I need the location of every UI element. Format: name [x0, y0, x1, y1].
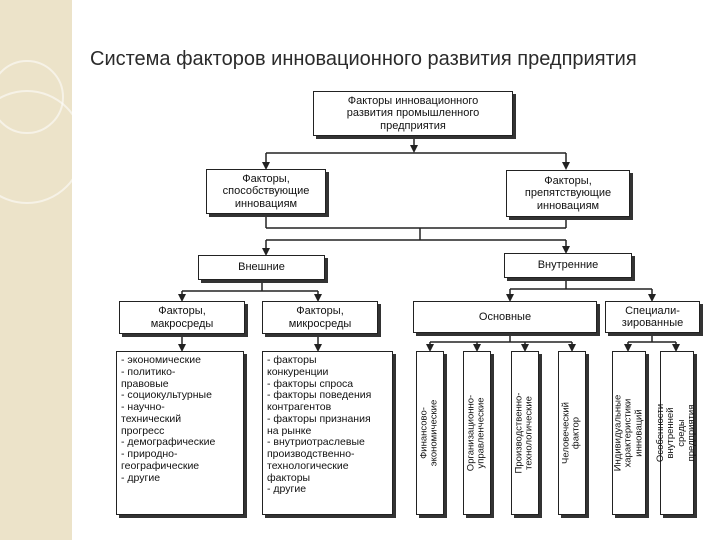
macro-factors-list: - экономические - политико- правовые - с… — [116, 351, 244, 515]
basic-factor-box: Организационно-управленческие — [463, 351, 491, 515]
basic-factors-node: Основные — [413, 301, 597, 333]
specialized-factors-node: Специали- зированные — [605, 301, 700, 333]
specialized-factor-label: Индивидуальные характеристики инноваций — [612, 394, 645, 472]
basic-factor-label: Человеческий фактор — [560, 402, 582, 464]
basic-factor-label: Организационно-управленческие — [465, 394, 487, 472]
basic-factor-label: Производственно-технологические — [513, 392, 535, 474]
hindering-factors-node: Факторы, препятствующие инновациям — [506, 170, 630, 217]
page-title: Система факторов инновационного развития… — [90, 48, 637, 70]
specialized-factor-label: Особенности внутренней среды предприятия — [655, 403, 698, 463]
basic-factor-label: Финансово-экономические — [418, 399, 440, 467]
promoting-factors-node: Факторы, способствующие инновациям — [206, 169, 326, 214]
basic-factor-box: Финансово-экономические — [416, 351, 444, 515]
basic-factor-box: Производственно-технологические — [511, 351, 539, 515]
micro-environment-node: Факторы, микросреды — [262, 301, 378, 334]
internal-factors-node: Внутренние — [504, 253, 632, 278]
specialized-factor-box: Особенности внутренней среды предприятия — [655, 351, 697, 515]
macro-environment-node: Факторы, макросреды — [119, 301, 245, 334]
micro-factors-list: - факторы конкуренции - факторы спроса -… — [262, 351, 393, 515]
external-factors-node: Внешние — [198, 255, 325, 280]
decorative-side-panel — [0, 0, 72, 540]
specialized-factor-box: Индивидуальные характеристики инноваций — [612, 351, 646, 515]
decorative-circle — [0, 60, 64, 134]
basic-factor-box: Человеческий фактор — [558, 351, 586, 515]
root-node: Факторы инновационного развития промышле… — [313, 91, 513, 136]
